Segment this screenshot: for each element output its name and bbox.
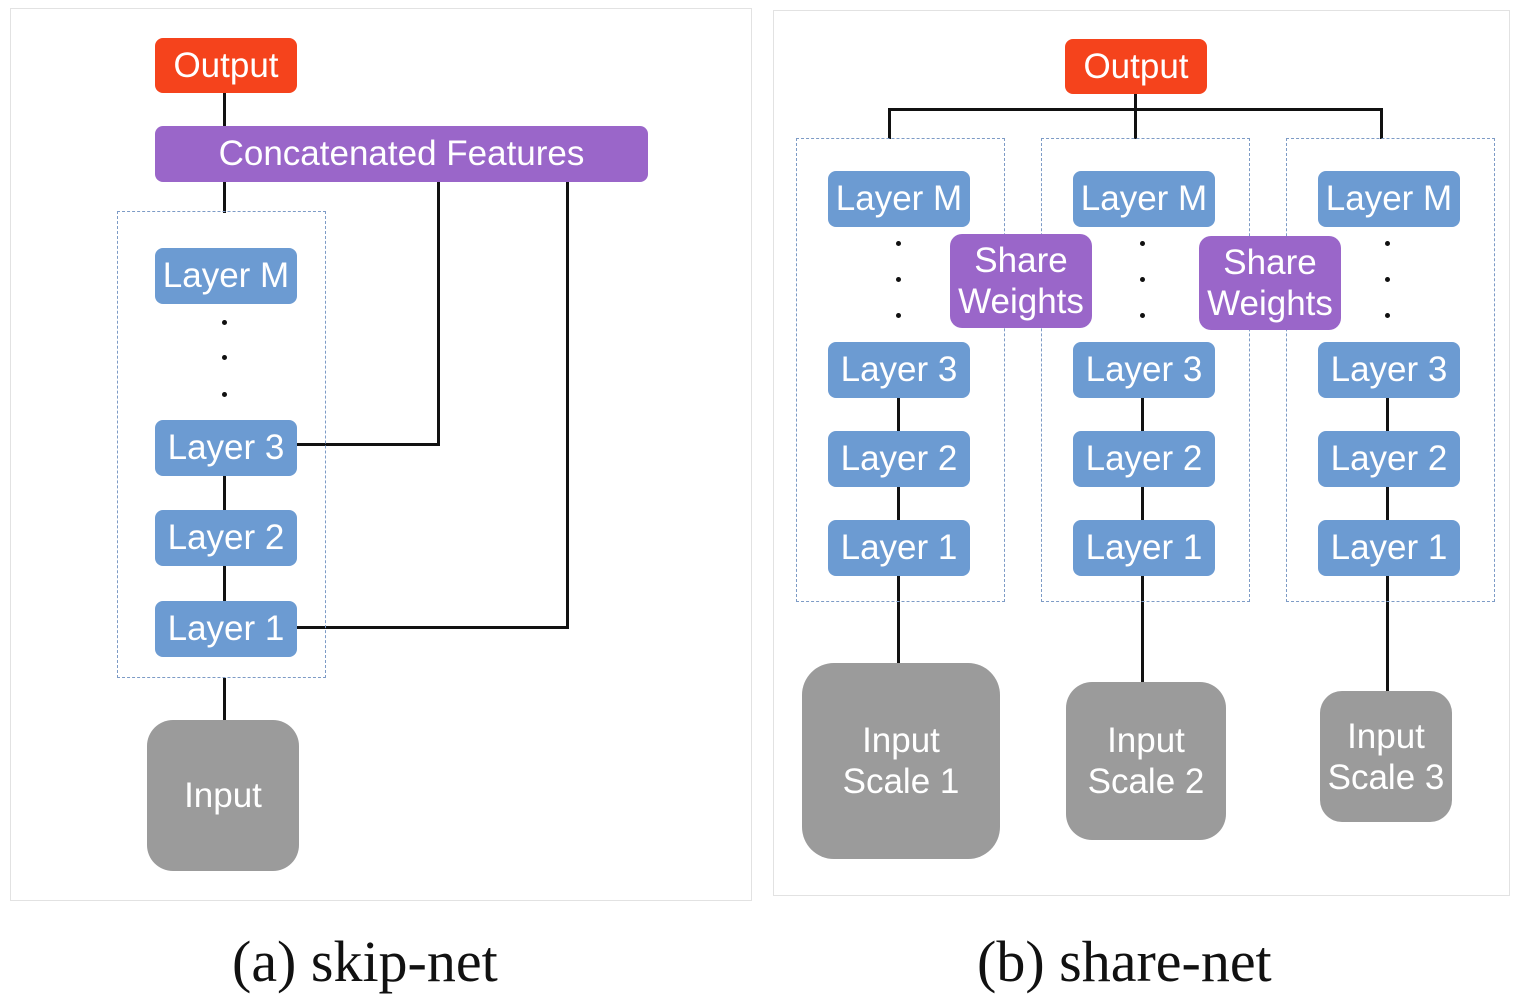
- ellipsis-dot: [1385, 313, 1390, 318]
- connector-layer2-layer1: [223, 565, 226, 602]
- skip-net-layer-2: Layer 2: [155, 510, 297, 566]
- ellipsis-dot: [222, 392, 227, 397]
- connector-layer1-input: [223, 678, 226, 721]
- col1-connector-l1-input: [897, 575, 900, 664]
- ellipsis-dot: [1140, 277, 1145, 282]
- ellipsis-dot: [896, 241, 901, 246]
- col2-connector-l1-input: [1141, 575, 1144, 683]
- col2-layer-3: Layer 3: [1073, 342, 1215, 398]
- skip-net-output-node: Output: [155, 38, 297, 93]
- col3-connector-l1-input: [1386, 575, 1389, 692]
- col1-layer-3: Layer 3: [828, 342, 970, 398]
- skip-connection-layer3-horizontal: [297, 443, 440, 446]
- col3-layer-2: Layer 2: [1318, 431, 1460, 487]
- col2-connector-l2-l1: [1141, 486, 1144, 521]
- ellipsis-dot: [896, 277, 901, 282]
- share-net-output-node: Output: [1065, 39, 1207, 94]
- share-net-group-3: [1286, 138, 1495, 602]
- col2-layer-2: Layer 2: [1073, 431, 1215, 487]
- share-weights-badge-2: Share Weights: [1199, 236, 1341, 330]
- connector-output-branch-horizontal: [888, 108, 1383, 111]
- col3-connector-l2-l1: [1386, 486, 1389, 521]
- connector-concat-layer-m: [223, 181, 226, 213]
- connector-output-concat: [223, 92, 226, 127]
- col2-layer-m: Layer M: [1073, 171, 1215, 227]
- ellipsis-dot: [1140, 313, 1145, 318]
- skip-net-layer-1: Layer 1: [155, 601, 297, 657]
- input-scale-2-node: Input Scale 2: [1066, 682, 1226, 840]
- col1-connector-l2-l1: [897, 486, 900, 521]
- col1-layer-m: Layer M: [828, 171, 970, 227]
- ellipsis-dot: [1385, 277, 1390, 282]
- col3-layer-3: Layer 3: [1318, 342, 1460, 398]
- ellipsis-dot: [896, 313, 901, 318]
- col2-connector-l3-l2: [1141, 397, 1144, 432]
- col3-layer-m: Layer M: [1318, 171, 1460, 227]
- col2-layer-1: Layer 1: [1073, 520, 1215, 576]
- ellipsis-dot: [1385, 241, 1390, 246]
- skip-net-input-node: Input: [147, 720, 299, 871]
- share-net-caption: (b) share-net: [977, 929, 1272, 994]
- share-net-group-2: [1041, 138, 1250, 602]
- skip-net-layer-m: Layer M: [155, 248, 297, 304]
- col1-connector-l3-l2: [897, 397, 900, 432]
- col1-layer-1: Layer 1: [828, 520, 970, 576]
- input-scale-3-node: Input Scale 3: [1320, 691, 1452, 822]
- col3-layer-1: Layer 1: [1318, 520, 1460, 576]
- ellipsis-dot: [222, 320, 227, 325]
- col1-layer-2: Layer 2: [828, 431, 970, 487]
- skip-net-layer-3: Layer 3: [155, 420, 297, 476]
- ellipsis-dot: [1140, 241, 1145, 246]
- connector-branch-left: [888, 108, 891, 139]
- connector-output-branch-trunk: [1134, 93, 1137, 139]
- share-net-group-1: [796, 138, 1005, 602]
- skip-net-layer-group: [117, 211, 326, 678]
- input-scale-1-node: Input Scale 1: [802, 663, 1000, 859]
- skip-connection-layer3-vertical: [437, 181, 440, 446]
- connector-layer3-layer2: [223, 476, 226, 511]
- skip-connection-layer1-vertical: [566, 181, 569, 629]
- share-weights-badge-1: Share Weights: [950, 234, 1092, 328]
- skip-connection-layer1-horizontal: [297, 626, 569, 629]
- concatenated-features-node: Concatenated Features: [155, 126, 648, 182]
- connector-branch-right: [1380, 108, 1383, 139]
- ellipsis-dot: [222, 355, 227, 360]
- col3-connector-l3-l2: [1386, 397, 1389, 432]
- skip-net-caption: (a) skip-net: [232, 929, 498, 994]
